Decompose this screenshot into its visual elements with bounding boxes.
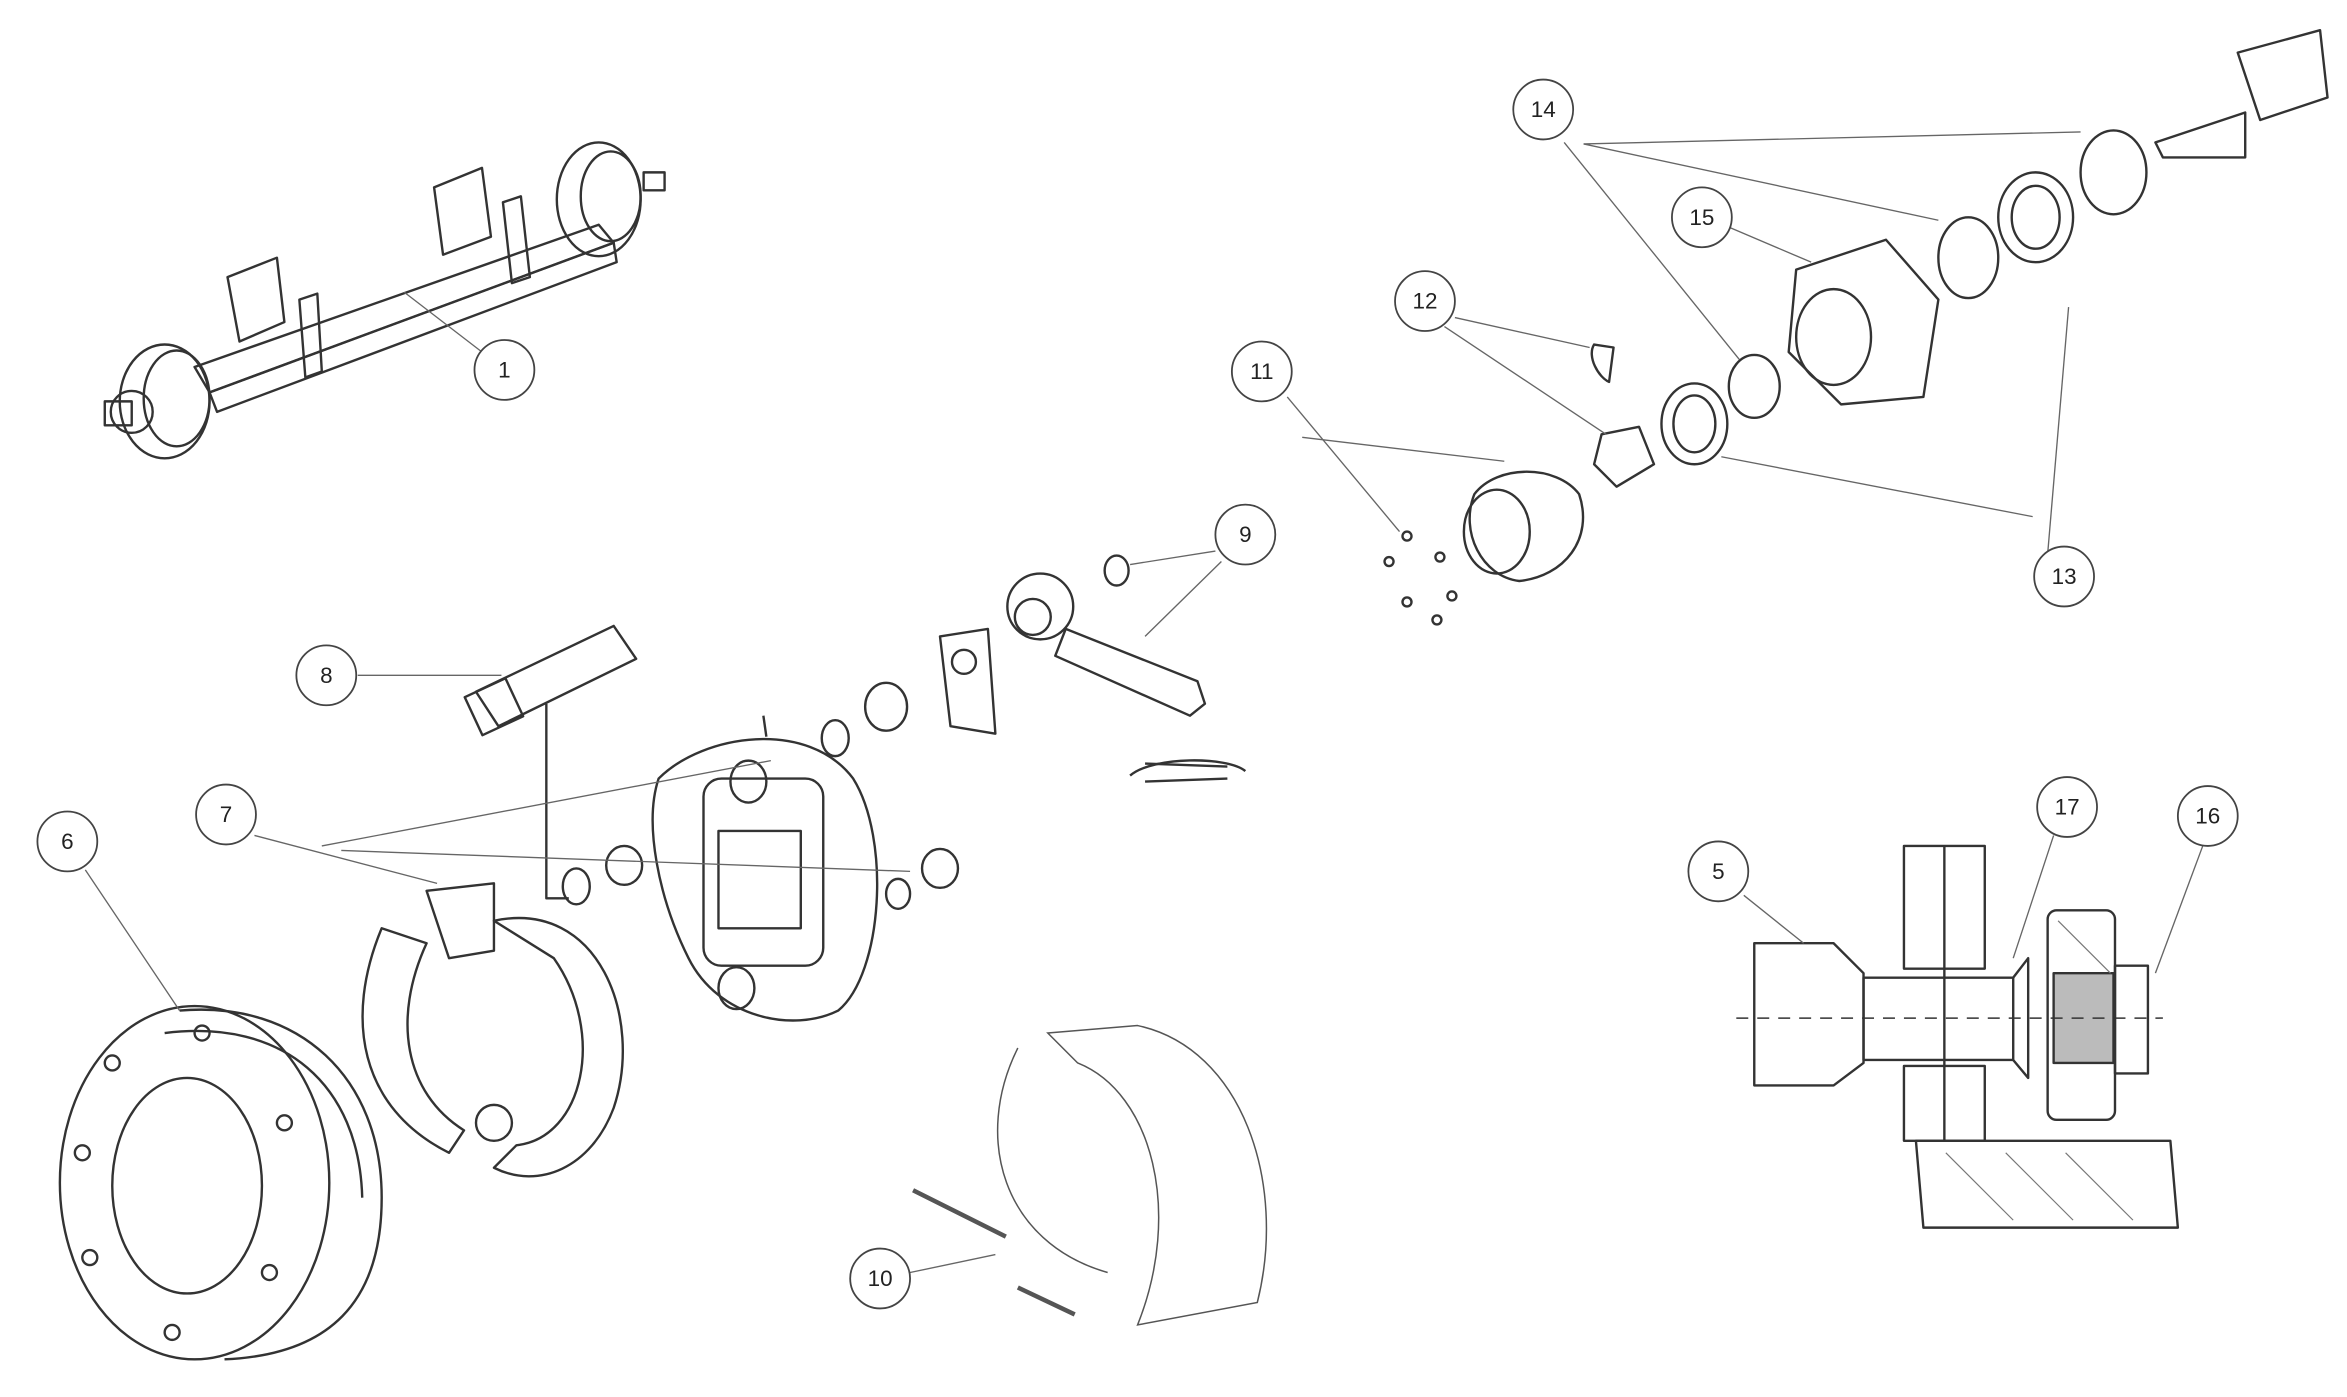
brake-drum <box>58 1004 383 1361</box>
callout-9: 9 <box>1214 503 1277 566</box>
callout-label: 13 <box>2052 564 2077 589</box>
callout-14: 14 <box>1512 78 1575 141</box>
callout-6: 6 <box>36 810 99 873</box>
leader-lines <box>84 131 2204 1274</box>
callout-1: 1 <box>473 339 536 401</box>
callout-label: 14 <box>1531 97 1556 122</box>
callout-5: 5 <box>1687 840 1750 903</box>
callout-16: 16 <box>2176 785 2239 847</box>
callout-label: 7 <box>220 802 232 827</box>
wheel-bolt-section <box>1736 844 2180 1229</box>
callout-12: 12 <box>1394 270 1456 332</box>
callout-17: 17 <box>2036 776 2098 838</box>
callout-label: 5 <box>1712 859 1724 884</box>
backing-plate <box>651 738 879 1022</box>
axle-assembly <box>103 141 666 460</box>
callout-label: 16 <box>2195 803 2220 828</box>
callout-13: 13 <box>2033 545 2095 608</box>
camshaft <box>463 624 638 900</box>
callout-15: 15 <box>1671 186 1733 249</box>
callout-8: 8 <box>295 644 358 707</box>
callout-10: 10 <box>849 1247 911 1310</box>
slack-adjuster <box>1006 554 1247 783</box>
callout-label: 15 <box>1689 205 1714 230</box>
callout-label: 11 <box>1250 359 1273 384</box>
callout-11: 11 <box>1230 340 1293 403</box>
callout-label: 6 <box>61 829 73 854</box>
callout-label: 17 <box>2055 795 2080 820</box>
callout-7: 7 <box>195 783 257 846</box>
hub-assembly <box>1383 28 2329 626</box>
callout-label: 9 <box>1239 522 1251 547</box>
callout-label: 12 <box>1412 289 1437 314</box>
return-springs-shoes <box>912 1024 1268 1326</box>
brake-shoes <box>361 882 624 1178</box>
callout-label: 1 <box>498 357 510 382</box>
callout-label: 10 <box>868 1266 893 1291</box>
callout-label: 8 <box>320 663 332 688</box>
washers-bushings <box>561 627 997 910</box>
